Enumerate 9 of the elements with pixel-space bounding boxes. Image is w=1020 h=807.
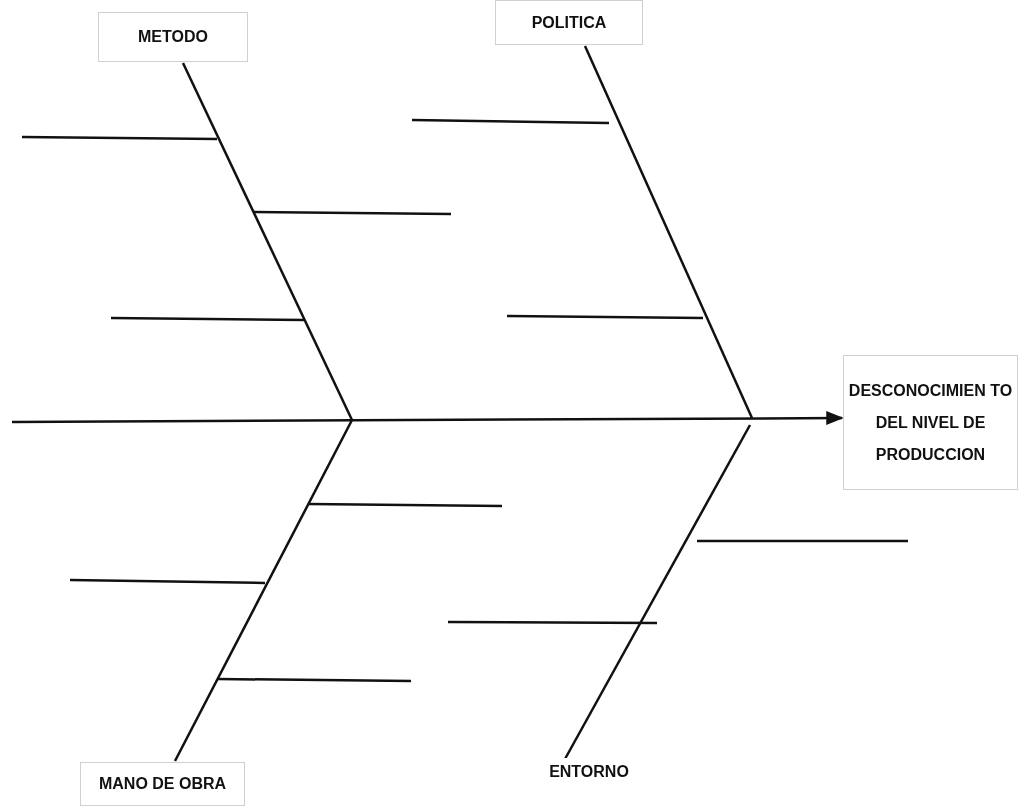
category-box: METODO	[98, 12, 248, 62]
category-bone	[563, 424, 752, 760]
effect-box: DESCONOCIMIEN TO DEL NIVEL DE PRODUCCION	[843, 355, 1018, 490]
category-box: MANO DE OBRA	[80, 762, 245, 806]
category-box: POLITICA	[495, 0, 643, 45]
category-bone	[173, 419, 354, 762]
category-bone	[583, 45, 754, 419]
spine-arrow	[12, 411, 844, 426]
category-bone	[181, 62, 354, 421]
